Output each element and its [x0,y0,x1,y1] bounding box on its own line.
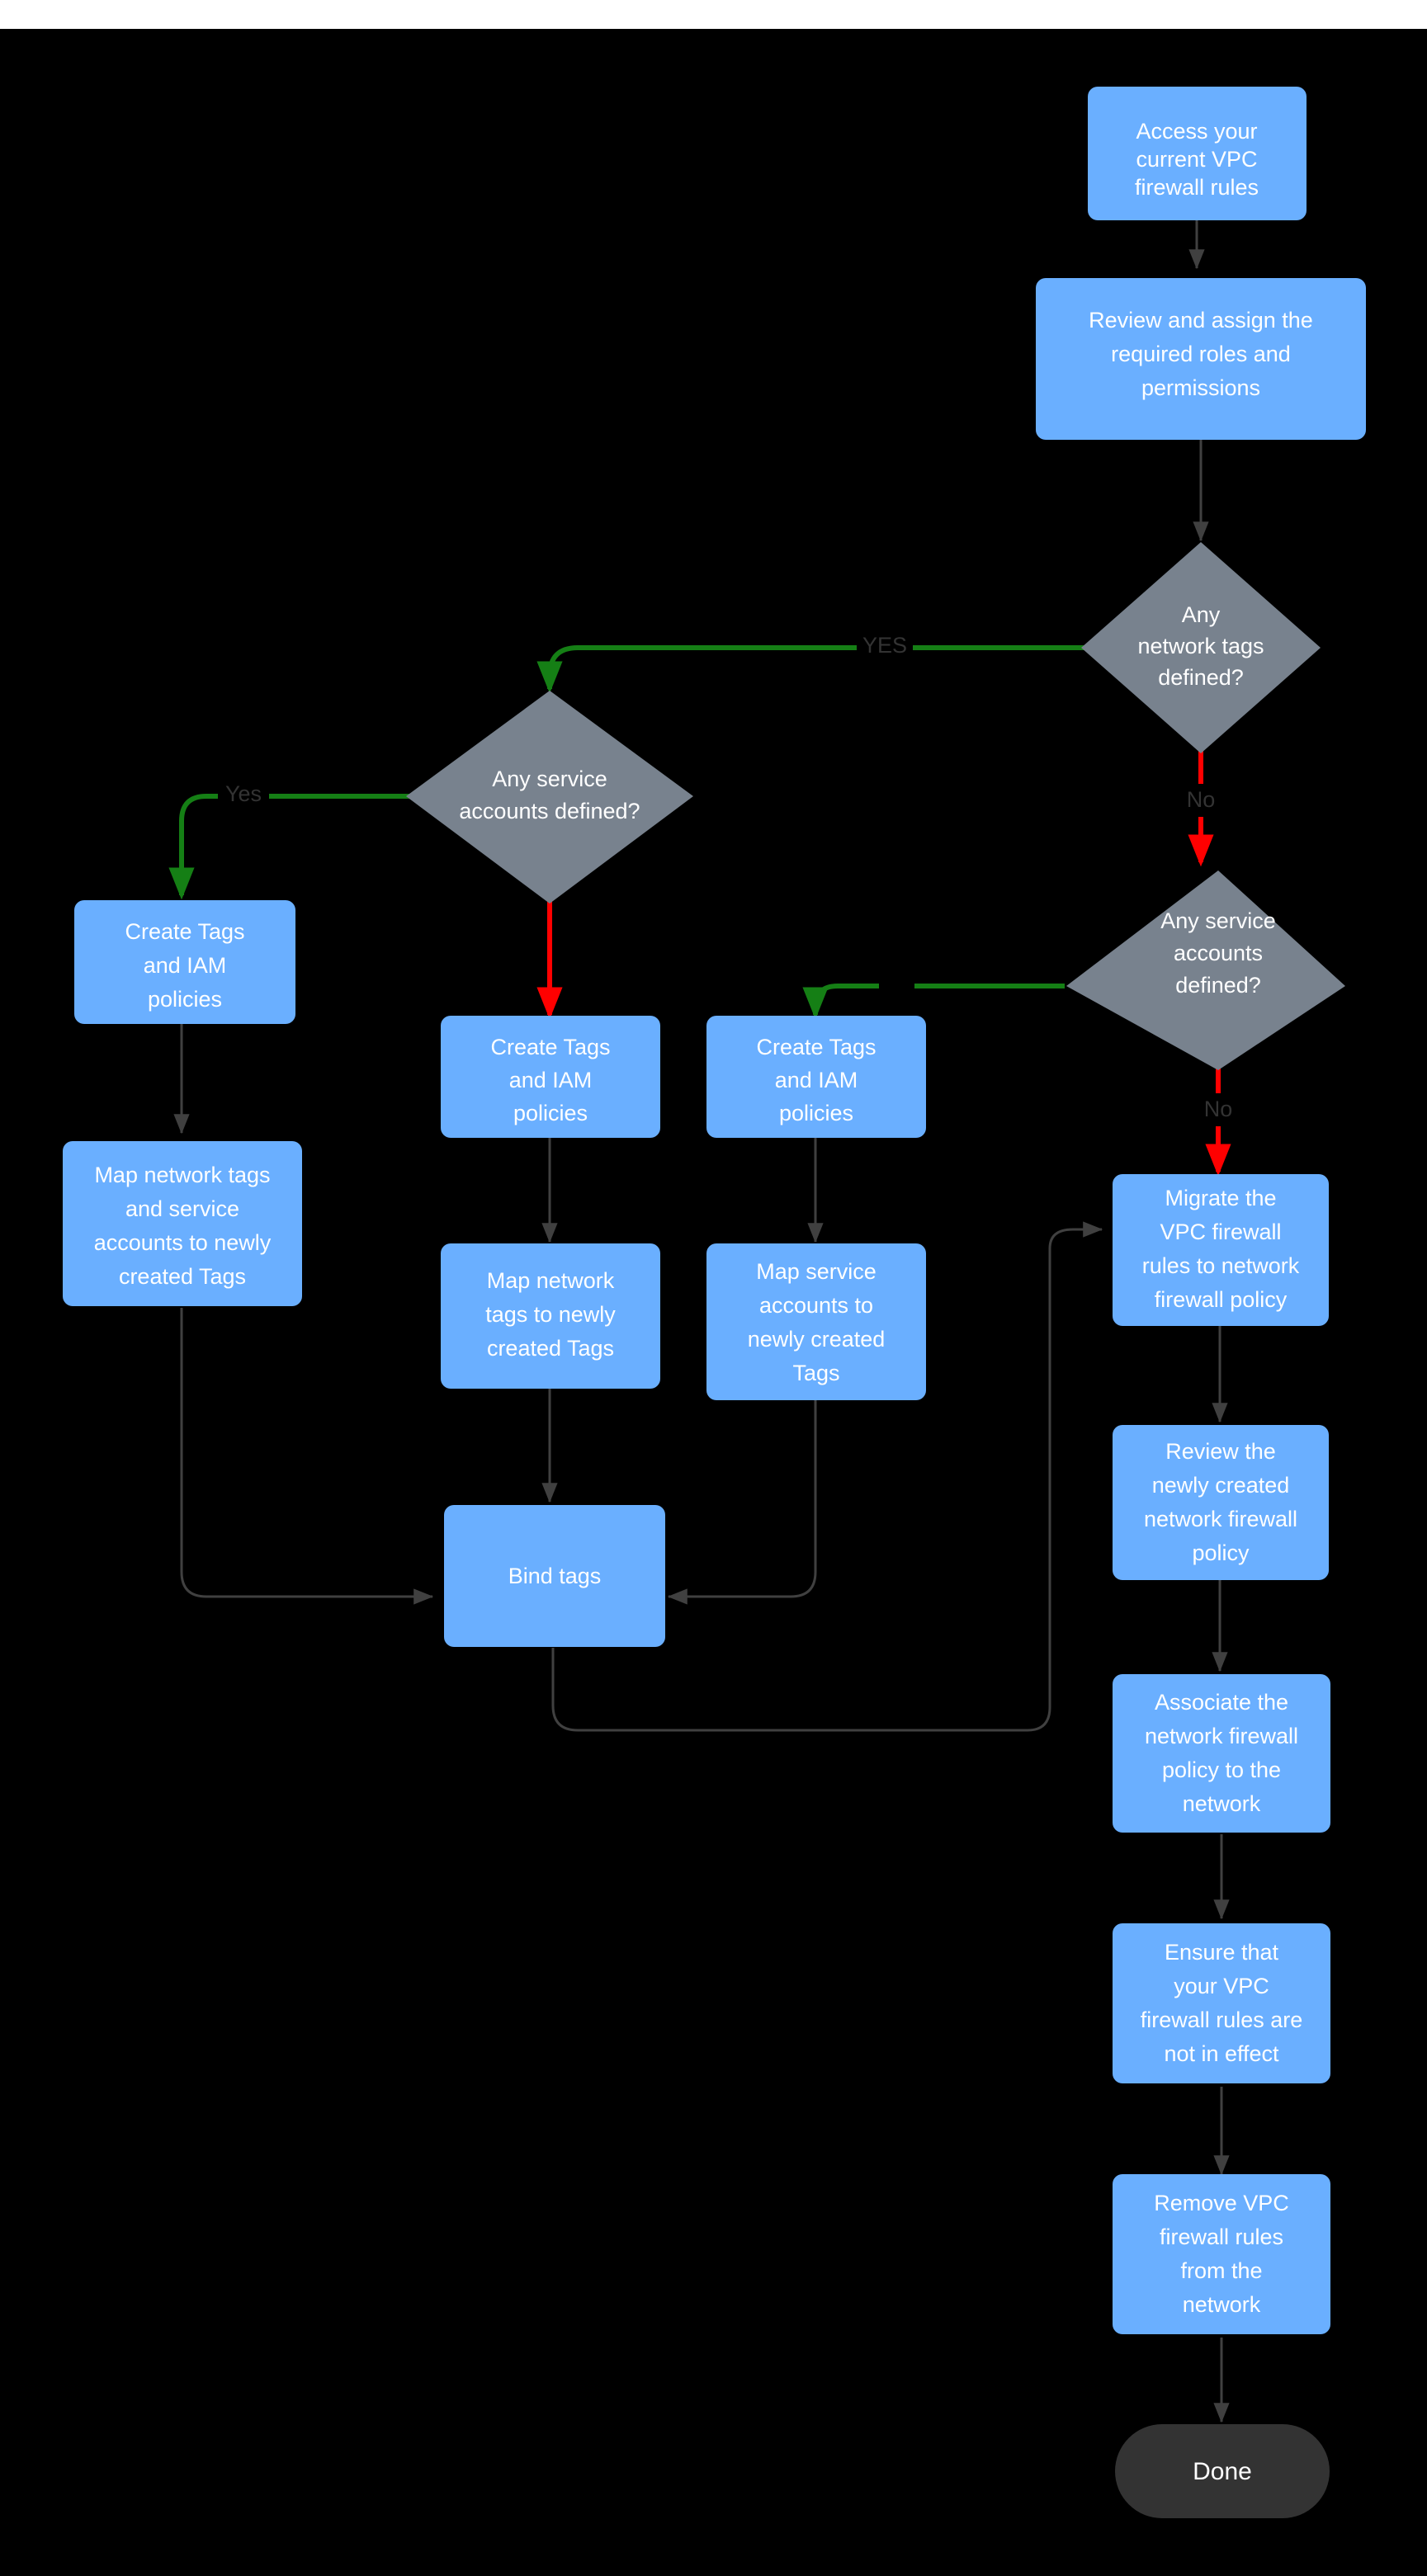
node-label-line: Review and assign the [1089,308,1313,333]
node-label-line: Map network tags [94,1163,270,1187]
node-label-line: from the [1180,2258,1262,2283]
edge-label-service-accounts-right-no: No [1193,1093,1241,1126]
edge-label-network-tags-yes: YES [857,630,913,663]
node-label-line: Remove VPC [1154,2191,1289,2215]
node-label-line: Create Tags [490,1035,610,1059]
node-label-line: defined? [1175,973,1261,998]
node-review-and-assign-the-required-roles-and-permissions[interactable]: Review and assign the required roles and… [1036,278,1366,440]
edge-map-svc-to-bind-tags [667,1399,817,1605]
node-label-line: network [1183,2292,1261,2317]
node-label-line: and IAM [144,953,227,978]
node-label-line: Associate the [1155,1690,1288,1715]
node-label-line: Map service [756,1259,877,1284]
node-label-line: firewall rules are [1141,2007,1303,2032]
node-label-line: Create Tags [756,1035,876,1059]
node-label-line: network firewall [1145,1724,1298,1748]
node-label-line: Any service [1160,908,1276,933]
edge-network-tags-yes-to-service-accounts-left [536,645,1089,694]
node-label-line: your VPC [1174,1974,1269,1998]
node-label-line: and IAM [509,1068,593,1092]
edge-label-service-accounts-left-yes: Yes [218,778,269,811]
node-done-terminator[interactable]: Done [1115,2424,1330,2518]
node-label-line: rules to network [1142,1253,1300,1278]
node-label-line: policy to the [1162,1757,1281,1782]
node-label-line: accounts [1174,941,1263,965]
node-map-network-tags-to-newly-created-tags[interactable]: Map network tags to newly created Tags [441,1243,660,1389]
node-label-line: accounts to newly [94,1230,272,1255]
edge-service-accounts-right-yes-to-create-tags-3 [802,984,1065,1020]
node-access-your-current-vpc-firewall-rules[interactable]: Access your current VPC firewall rules [1088,87,1307,220]
edge-label-network-tags-no: No [1176,784,1224,817]
node-ensure-vpc-firewall-rules-not-in-effect[interactable]: Ensure that your VPC firewall rules are … [1113,1923,1330,2083]
node-label-line: policies [148,987,222,1012]
node-label-line: Review the [1165,1439,1276,1464]
node-bind-tags[interactable]: Bind tags [444,1505,665,1647]
node-any-network-tags-defined-question[interactable]: Any network tags defined? [1081,542,1321,753]
node-label-line: network firewall [1144,1507,1297,1531]
svg-text:YES: YES [862,633,907,658]
node-remove-vpc-firewall-rules-from-the-network[interactable]: Remove VPC firewall rules from the netwo… [1113,2174,1330,2334]
node-label-line: Access your [1136,119,1257,144]
node-label-line: Map network [487,1268,615,1293]
node-associate-network-firewall-policy-to-the-network[interactable]: Associate the network firewall policy to… [1113,1674,1330,1833]
node-label-line: policies [513,1101,588,1125]
node-label-line: network tags [1137,634,1264,658]
node-create-tags-and-iam-policies-1[interactable]: Create Tags and IAM policies [74,900,295,1024]
edge-map-both-to-bind-tags [180,1308,434,1605]
node-create-tags-and-iam-policies-3[interactable]: Create Tags and IAM policies [706,1016,926,1138]
node-label-line: Done [1193,2458,1252,2485]
node-label-line: newly created [748,1327,886,1352]
node-map-service-accounts-to-newly-created-tags[interactable]: Map service accounts to newly created Ta… [706,1243,926,1400]
node-create-tags-and-iam-policies-2[interactable]: Create Tags and IAM policies [441,1016,660,1138]
node-label-line: Bind tags [508,1564,602,1588]
node-label-line: Migrate the [1165,1186,1276,1210]
node-label-line: Any service [492,767,607,791]
node-label-line: network [1183,1791,1261,1816]
node-label-line: Ensure that [1165,1940,1279,1965]
node-label-line: current VPC [1136,147,1257,172]
node-label-line: tags to newly [485,1302,616,1327]
node-label-line: firewall rules [1160,2225,1283,2249]
edge-bind-tags-to-migrate [551,1221,1103,1732]
edge-service-accounts-left-yes-to-create-tags-1 [168,794,411,900]
svg-text:Yes: Yes [225,781,262,806]
node-label-line: policies [779,1101,853,1125]
node-label-line: and service [125,1196,239,1221]
node-label-line: Any [1182,602,1221,627]
node-label-line: Tags [792,1361,839,1385]
node-label-line: VPC firewall [1160,1220,1281,1244]
node-label-line: firewall rules [1135,175,1259,200]
node-migrate-vpc-firewall-rules-to-network-firewall-policy[interactable]: Migrate the VPC firewall rules to networ… [1113,1174,1329,1326]
node-label-line: defined? [1158,665,1244,690]
diagram-board: Access your current VPC firewall rules R… [0,29,1427,2576]
node-any-service-accounts-defined-question-left[interactable]: Any service accounts defined? [406,691,693,903]
node-label-line: created Tags [119,1264,246,1289]
node-label-line: Create Tags [125,919,244,944]
node-label-line: newly created [1152,1473,1290,1498]
node-label-line: policy [1192,1540,1250,1565]
node-any-service-accounts-defined-question-right[interactable]: Any service accounts defined? [1066,870,1345,1070]
node-label-line: accounts defined? [459,799,640,823]
node-review-newly-created-network-firewall-policy[interactable]: Review the newly created network firewal… [1113,1425,1329,1580]
node-label-line: permissions [1141,375,1260,400]
node-map-network-tags-and-service-accounts-to-newly-created-tags[interactable]: Map network tags and service accounts to… [63,1141,302,1306]
svg-text:No: No [1204,1097,1233,1121]
node-label-line: not in effect [1164,2041,1279,2066]
node-label-line: required roles and [1111,342,1291,366]
node-label-line: accounts to [759,1293,873,1318]
flowchart-svg: Access your current VPC firewall rules R… [63,87,1366,2518]
svg-text:No: No [1187,787,1216,812]
node-label-line: created Tags [487,1336,614,1361]
node-label-line: and IAM [775,1068,858,1092]
node-label-line: firewall policy [1155,1287,1288,1312]
